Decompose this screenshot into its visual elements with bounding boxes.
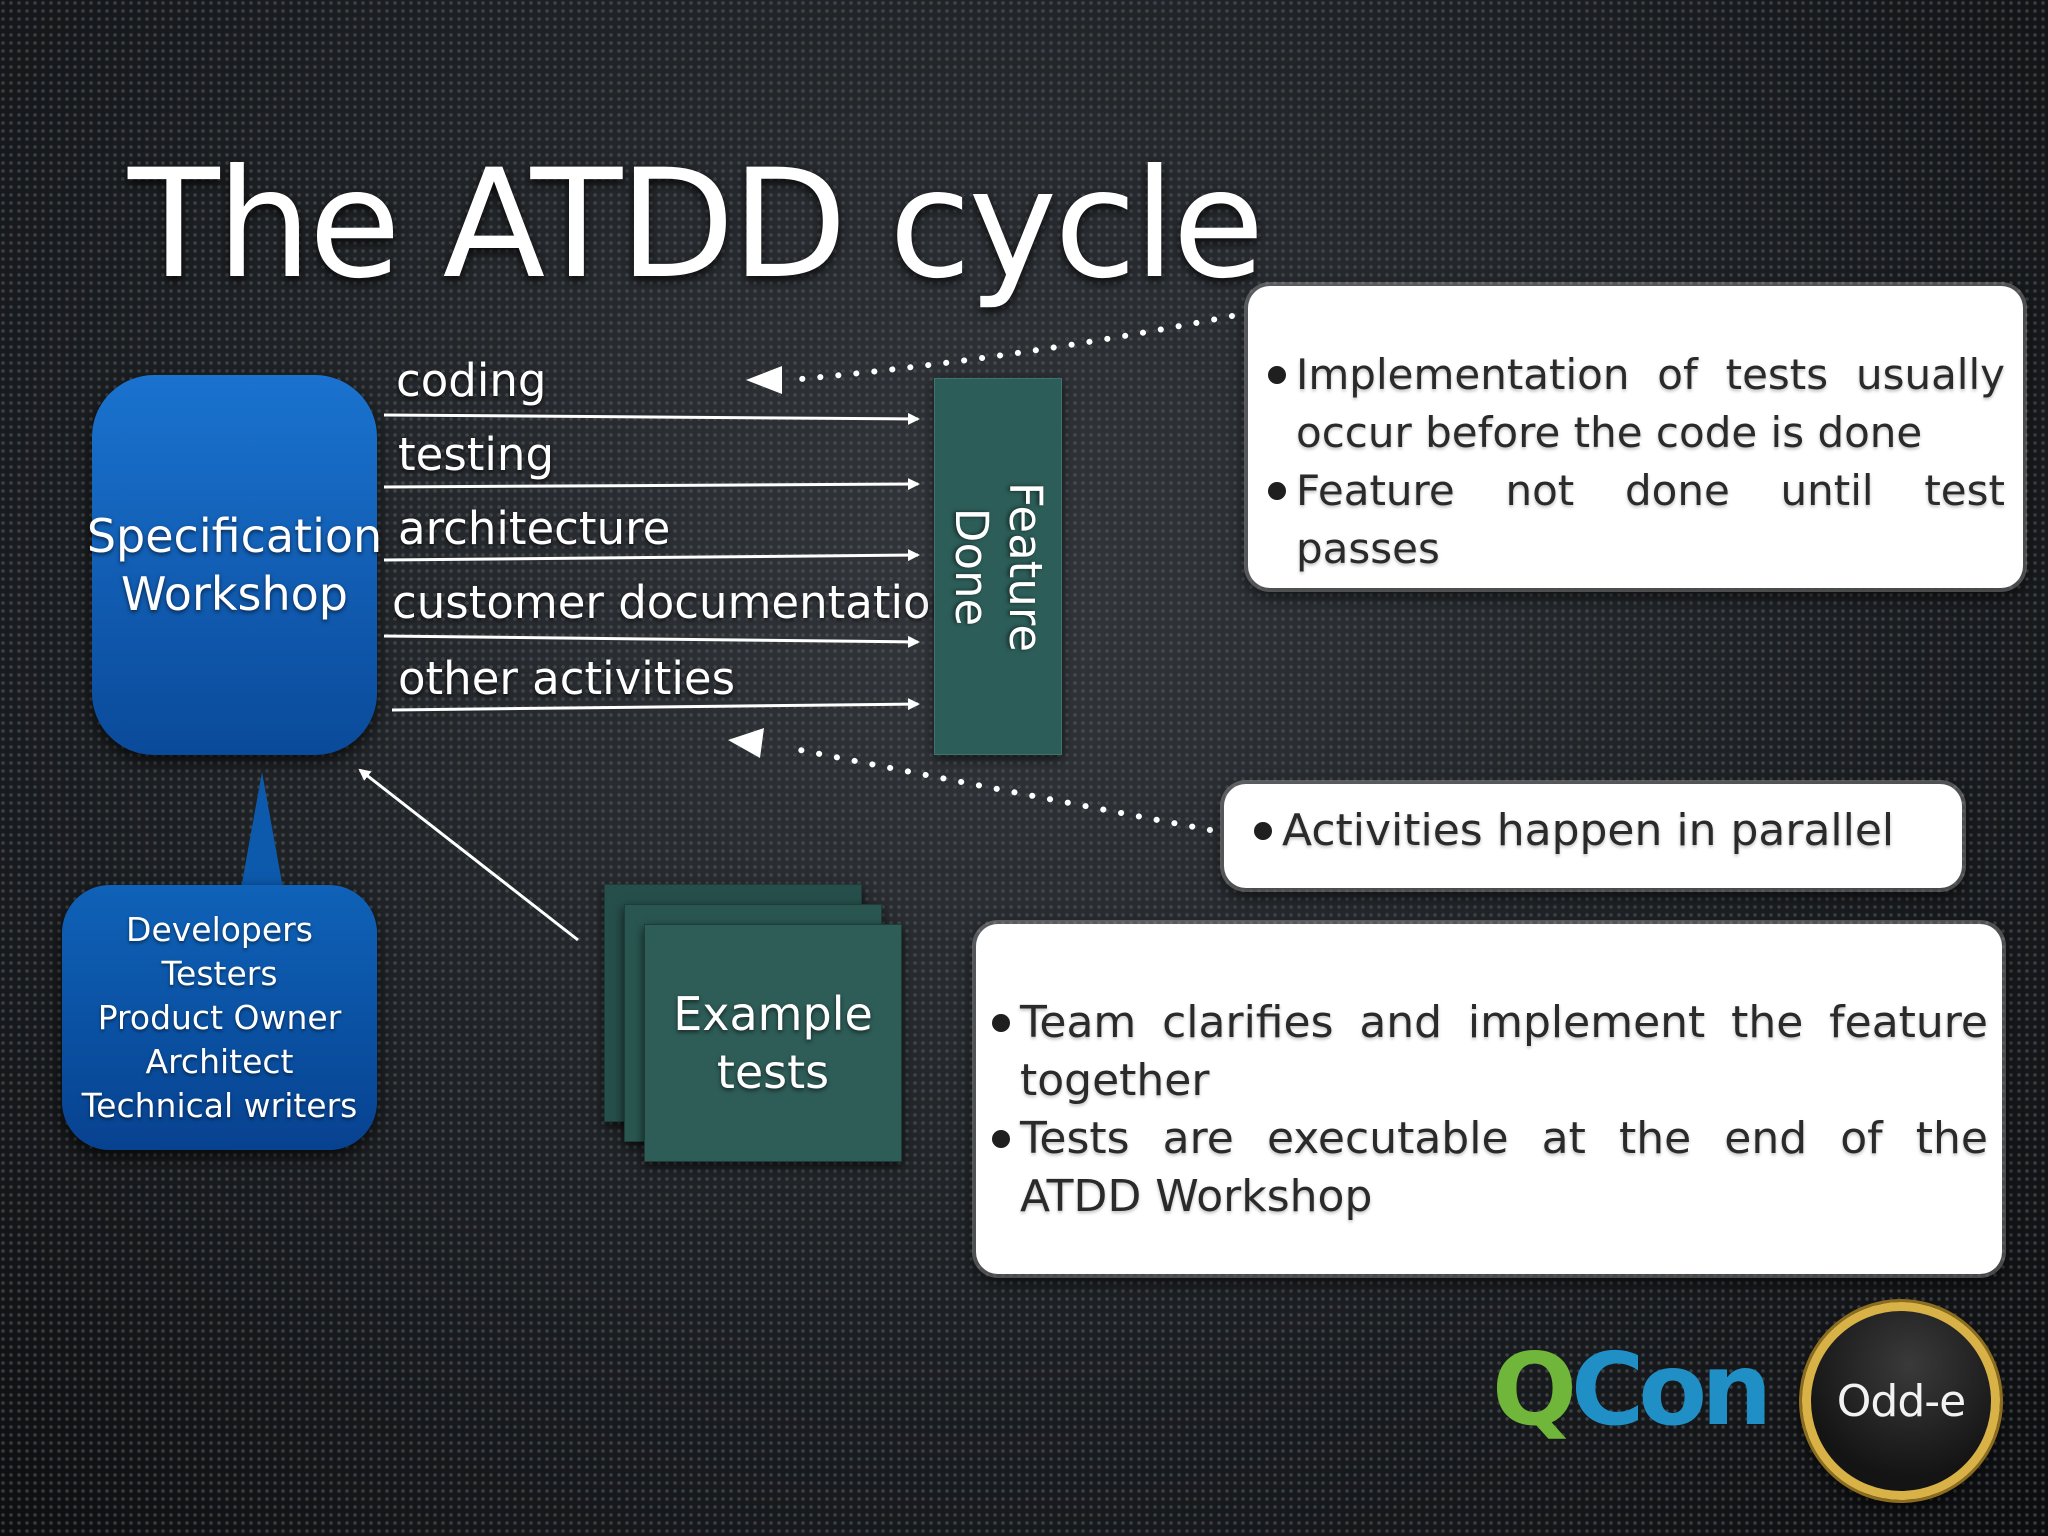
arrow-customer-documentation [383, 634, 920, 648]
activity-label-architecture: architecture [398, 502, 671, 555]
arrow-tests-to-workshop [358, 768, 579, 942]
example-tests-line-1: Example [673, 987, 873, 1041]
participants-callout-pointer [240, 772, 284, 894]
note-top-bullet-2: Feature not done until test passes [1266, 462, 2005, 578]
activity-label-coding: coding [396, 354, 547, 407]
participant-developers: Developers [126, 909, 313, 949]
qcon-logo-con: Con [1571, 1331, 1772, 1448]
activity-label-testing: testing [398, 428, 555, 481]
note-middle-bullet-1: Activities happen in parallel [1252, 802, 1934, 860]
participant-technical-writers: Technical writers [81, 1085, 358, 1125]
dotted-connector-top-note [787, 313, 1235, 383]
note-tests-before-code: Implementation of tests usually occur be… [1248, 286, 2023, 588]
specification-workshop-box: Specification Workshop [87, 375, 382, 755]
note-team-clarifies: Team clarifies and implement the feature… [976, 924, 2002, 1274]
arrow-other-activities [391, 698, 920, 712]
note-parallel-activities: Activities happen in parallel [1224, 784, 1962, 888]
odd-e-logo-text: Odd-e [1836, 1375, 1966, 1427]
participant-product-owner: Product Owner [97, 997, 342, 1037]
odd-e-logo: Odd-e [1802, 1302, 2000, 1500]
spec-workshop-line-2: Workshop [121, 567, 348, 621]
slide-title: The ATDD cycle [128, 138, 1265, 312]
arrow-architecture [383, 549, 920, 562]
dotted-connector-middle-arrowhead [728, 728, 764, 758]
feature-done-box: Feature Done [934, 378, 1062, 755]
dotted-connector-top-arrowhead [746, 366, 782, 394]
note-bottom-bullet-2: Tests are executable at the end of the A… [990, 1110, 1988, 1226]
activity-label-customer-documentation: customer documentation [392, 576, 960, 629]
qcon-logo: QCon [1492, 1340, 1772, 1440]
arrow-testing [383, 478, 920, 491]
note-top-bullet-1: Implementation of tests usually occur be… [1266, 346, 2005, 462]
activity-label-other-activities: other activities [398, 652, 736, 705]
spec-workshop-line-1: Specification [86, 509, 383, 563]
qcon-logo-q: Q [1492, 1331, 1577, 1448]
note-bottom-bullet-1: Team clarifies and implement the feature… [990, 994, 1988, 1110]
participant-testers: Testers [161, 953, 278, 993]
arrow-coding [383, 412, 920, 425]
participants-box: Developers Testers Product Owner Archite… [62, 885, 377, 1150]
example-tests-box: Example tests [644, 924, 902, 1162]
participant-architect: Architect [145, 1041, 294, 1081]
example-tests-line-2: tests [716, 1045, 830, 1099]
dotted-connector-middle-note [787, 745, 1213, 833]
